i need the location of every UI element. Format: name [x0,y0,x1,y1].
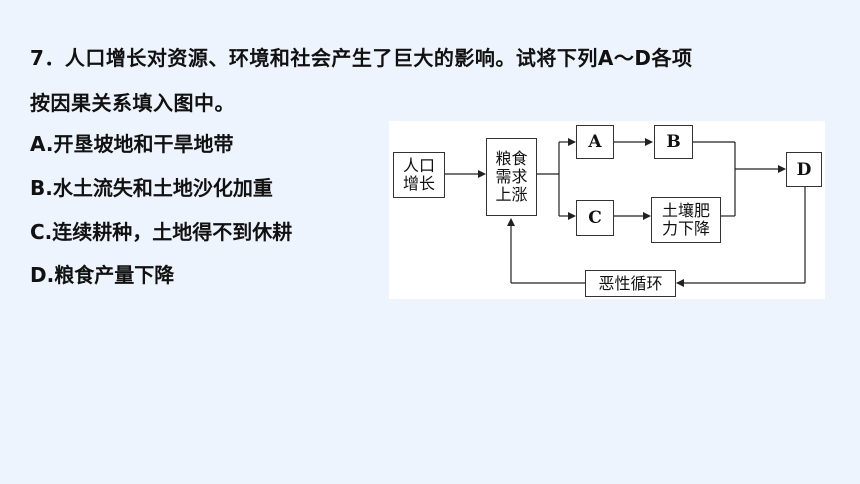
option-b: B.水土流失和土地沙化加重 [30,176,273,200]
box-vicious-cycle: 恶性循环 [585,270,676,297]
option-a: A.开垦坡地和干旱地带 [30,132,234,156]
cause-effect-diagram: 人口 增长 粮食 需求 上涨 A B C 土壤肥 力下降 D 恶性循环 [389,121,825,299]
diagram-arrows [445,138,806,287]
question-line-1: 7．人口增长对资源、环境和社会产生了巨大的影响。试将下列A～D各项 [30,46,693,70]
box-a-label: A [588,132,602,152]
box-d: D [786,152,822,187]
box-soil-fertility: 土壤肥 力下降 [651,197,721,243]
box-d-label: D [796,159,812,180]
box-fertility-label: 土壤肥 力下降 [661,201,710,238]
box-population-growth: 人口 增长 [393,152,445,198]
option-c: C.连续耕种，土地得不到休耕 [30,220,293,244]
box-c-label: C [588,208,602,228]
box-b: B [654,125,693,159]
box-c: C [576,200,614,236]
box-food-demand: 粮食 需求 上涨 [486,138,537,216]
box-cycle-label: 恶性循环 [598,273,663,293]
box-demand-label: 粮食 需求 上涨 [495,149,528,204]
box-b-label: B [666,132,681,152]
box-population-label: 人口 增长 [402,156,435,193]
question-line-2: 按因果关系填入图中。 [30,91,235,115]
option-d: D.粮食产量下降 [30,263,175,287]
box-a: A [576,125,614,159]
